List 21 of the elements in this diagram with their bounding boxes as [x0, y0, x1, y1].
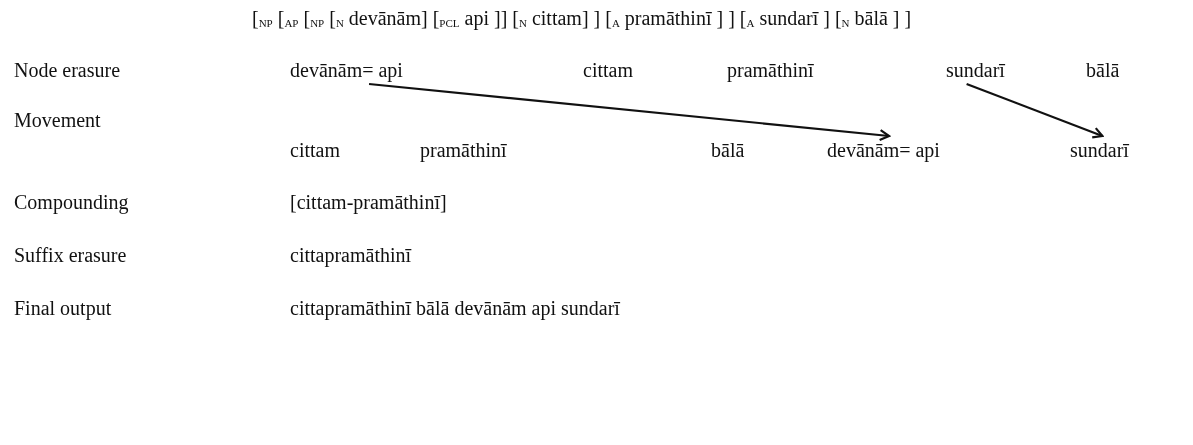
arrow: [966, 82, 1104, 139]
word: pramāthinī: [727, 58, 814, 82]
bracketed-structure: [$_{NP}$ [$_{AP}$ [$_{NP}$ [$_{N}$ devānām] [$_{PCL}$ api ]] [$_{N}$ cittam] ] [$_{A}$ pramāthinī ] ] [$_{A}$ sundarī ] [$_{N}$ bālā ] ]: [252, 6, 912, 32]
word: cittapramāthinī bālā devānām api sundarī: [290, 296, 620, 320]
word: bālā: [711, 138, 745, 162]
arrow: [368, 82, 891, 142]
word: devānām= api: [827, 138, 940, 162]
word: sundarī: [946, 58, 1005, 82]
row-label: Final output: [14, 296, 112, 320]
word: pramāthinī: [420, 138, 507, 162]
word: cittam: [583, 58, 633, 82]
row-label: Suffix erasure: [14, 243, 127, 267]
word: cittam: [290, 138, 340, 162]
row-label: Node erasure: [14, 58, 121, 82]
word: [cittam-pramāthinī]: [290, 190, 447, 214]
row-label: Compounding: [14, 190, 129, 214]
word: sundarī: [1070, 138, 1129, 162]
word: cittapramāthinī: [290, 243, 412, 267]
row-label: Movement: [14, 108, 101, 132]
word: devānām= api: [290, 58, 403, 82]
word: bālā: [1086, 58, 1120, 82]
